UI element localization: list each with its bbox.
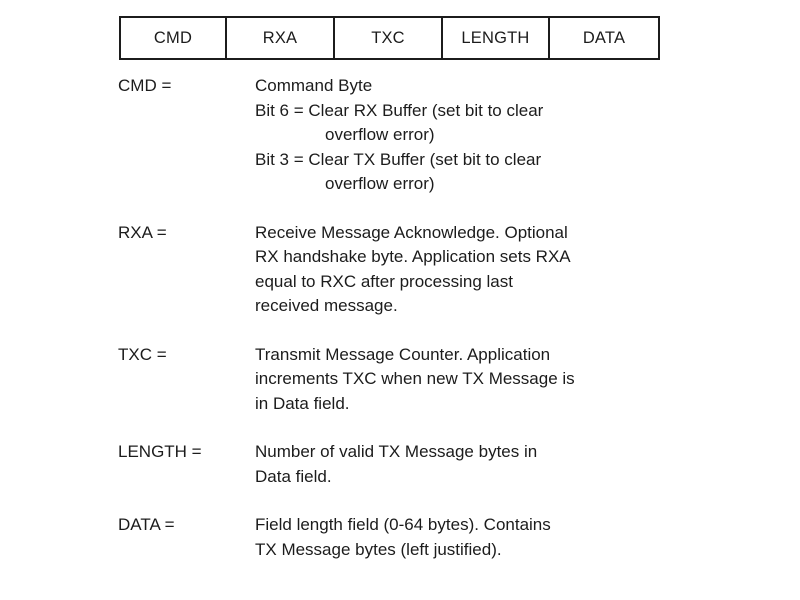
definition-term: DATA = bbox=[118, 515, 175, 534]
frame-field-rxa: RXA bbox=[227, 18, 335, 58]
definition-entry-rxa: RXA = Receive Message Acknowledge. Optio… bbox=[118, 221, 718, 319]
definition-line: increments TXC when new TX Message is bbox=[255, 369, 575, 388]
definition-description: Number of valid TX Message bytes in Data… bbox=[255, 440, 718, 489]
definition-entry-cmd: CMD = Command Byte Bit 6 = Clear RX Buff… bbox=[118, 74, 718, 197]
definition-line: Command Byte bbox=[255, 76, 373, 95]
frame-field-length: LENGTH bbox=[443, 18, 550, 58]
definition-line: overflow error) bbox=[325, 174, 435, 193]
definition-term: RXA = bbox=[118, 222, 167, 242]
definition-entry-data: DATA = Field length field (0-64 bytes). … bbox=[118, 513, 718, 562]
definition-line: Data field. bbox=[255, 466, 332, 486]
definition-term: TXC = bbox=[118, 344, 167, 364]
definition-line: Bit 6 = Clear RX Buffer (set bit to clea… bbox=[255, 100, 544, 120]
field-definition-list: CMD = Command Byte Bit 6 = Clear RX Buff… bbox=[118, 74, 718, 562]
packet-frame-table: CMD RXA TXC LENGTH DATA bbox=[119, 16, 660, 60]
definition-line: RX handshake byte. Application sets RXA bbox=[255, 247, 571, 266]
definition-line: Transmit Message Counter. Application bbox=[255, 344, 551, 364]
definition-entry-length: LENGTH = Number of valid TX Message byte… bbox=[118, 440, 718, 489]
definition-description: Field length field (0-64 bytes). Contain… bbox=[255, 513, 718, 562]
frame-field-txc: TXC bbox=[335, 18, 443, 58]
definition-line: overflow error) bbox=[325, 125, 435, 144]
definition-line: in Data field. bbox=[255, 393, 350, 413]
definition-description: Receive Message Acknowledge. Optional RX… bbox=[255, 221, 718, 319]
frame-field-data: DATA bbox=[582, 28, 626, 47]
definition-line: received message. bbox=[255, 296, 398, 315]
definition-description: Command Byte Bit 6 = Clear RX Buffer (se… bbox=[255, 74, 718, 197]
definition-line: Field length field (0-64 bytes). Contain… bbox=[255, 515, 551, 534]
definition-line: TX Message bytes (left justified). bbox=[255, 539, 502, 559]
definition-line: Bit 3 = Clear TX Buffer (set bit to clea… bbox=[255, 149, 542, 169]
definition-entry-txc: TXC = Transmit Message Counter. Applicat… bbox=[118, 343, 718, 417]
definition-term: LENGTH = bbox=[118, 442, 202, 461]
definition-description: Transmit Message Counter. Application in… bbox=[255, 343, 718, 417]
frame-field-cmd: CMD bbox=[121, 18, 227, 58]
definition-line: equal to RXC after processing last bbox=[255, 271, 513, 291]
definition-line: Number of valid TX Message bytes in bbox=[255, 442, 538, 461]
definition-term: CMD = bbox=[118, 76, 172, 95]
definition-line: Receive Message Acknowledge. Optional bbox=[255, 222, 568, 242]
